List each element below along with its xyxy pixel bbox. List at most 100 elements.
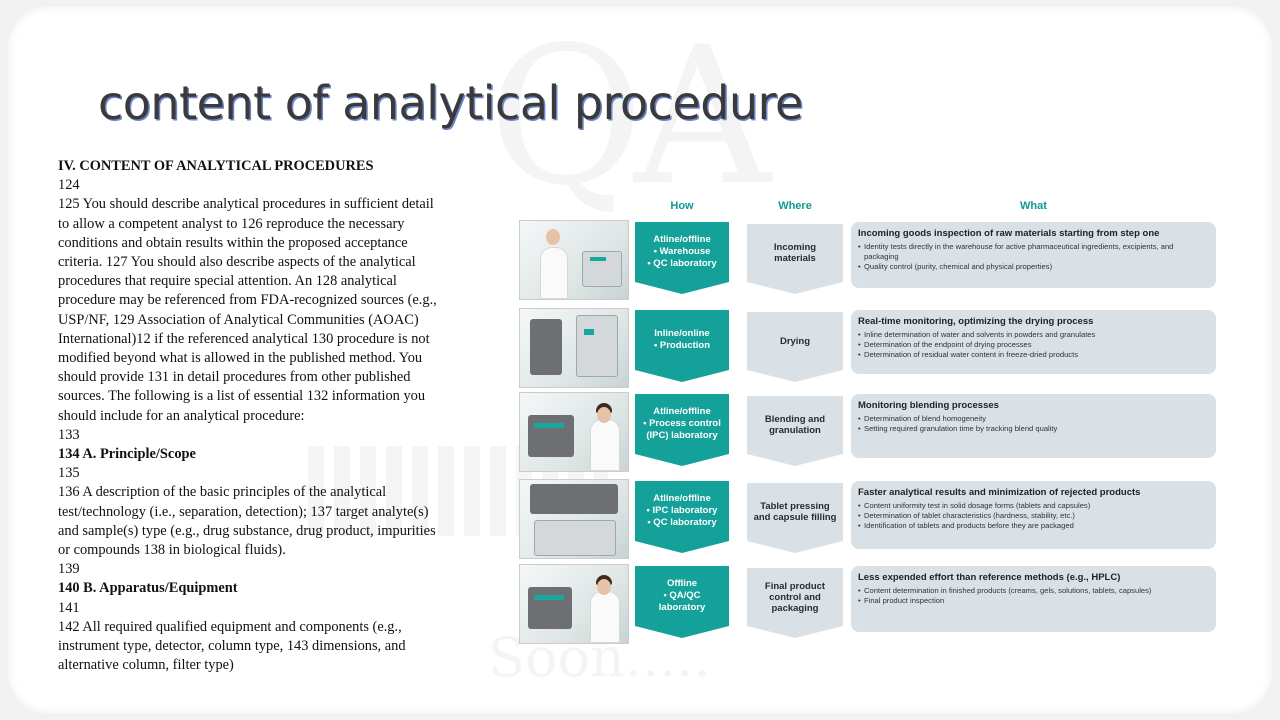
document-line: sources. The following is a list of esse… (58, 388, 426, 405)
how-step: Inline/online• Production (635, 310, 729, 382)
how-label: Atline/offline (653, 406, 711, 417)
what-bullet: Quality control (purity, chemical and ph… (858, 262, 1209, 272)
document-line: procedures that require special attentio… (58, 273, 397, 290)
what-bullet: Final product inspection (858, 596, 1209, 606)
photo-shape (530, 484, 618, 514)
what-title: Incoming goods inspection of raw materia… (858, 228, 1160, 239)
document-line: 141 (58, 599, 80, 616)
photo-shape (590, 419, 620, 471)
photo-shape (584, 329, 594, 335)
header-how: How (670, 200, 694, 212)
document-line: USP/NF, 129 Association of Analytical Co… (58, 311, 419, 328)
what-panel: Monitoring blending processesDeterminati… (851, 394, 1216, 458)
photo-shape (534, 423, 564, 428)
where-label: Final product (764, 580, 826, 592)
process-photo (519, 392, 629, 472)
process-photo (519, 564, 629, 644)
photo-shape (540, 247, 568, 299)
photo-shape (530, 319, 562, 375)
what-bullet: Determination of the endpoint of drying … (858, 340, 1209, 350)
how-step: Atline/offline• Warehouse• QC laboratory (635, 222, 729, 294)
process-photo (519, 479, 629, 559)
document-line: 125 You should describe analytical proce… (58, 196, 434, 213)
what-panel: Real-time monitoring, optimizing the dry… (851, 310, 1216, 374)
where-label: materials (774, 253, 816, 264)
what-title: Monitoring blending processes (858, 400, 999, 411)
section-heading: IV. CONTENT OF ANALYTICAL PROCEDURES (58, 158, 374, 174)
how-label: • QC laboratory (647, 258, 717, 269)
what-bullet: Setting required granulation time by tra… (858, 424, 1209, 434)
document-line: criteria. 127 You should also describe a… (58, 254, 416, 271)
process-photo (519, 220, 629, 300)
document-line: 124 (58, 177, 80, 194)
how-label: Atline/offline (653, 234, 711, 245)
how-label: Offline (666, 578, 698, 589)
where-label: Blending and (764, 414, 826, 425)
what-bullet: Determination of residual water content … (858, 350, 1209, 360)
what-bullet: Identity tests directly in the warehouse… (858, 242, 1209, 262)
where-label: Drying (779, 335, 811, 347)
header-where: Where (778, 200, 812, 212)
how-label: (IPC) laboratory (646, 430, 718, 441)
document-line: alternative column, filter type) (58, 657, 234, 674)
what-bullet: Inline determination of water and solven… (858, 330, 1209, 340)
what-bullet: Identification of tablets and products b… (858, 521, 1209, 531)
document-line: 135 (58, 465, 80, 482)
what-bullet: Determination of tablet characteristics … (858, 511, 1209, 521)
photo-shape (597, 407, 611, 423)
photo-shape (590, 591, 620, 643)
document-line: and sample(s) type (e.g., drug substance… (58, 522, 436, 539)
photo-shape (576, 315, 618, 377)
photo-shape (546, 229, 560, 245)
what-panel: Incoming goods inspection of raw materia… (851, 222, 1216, 288)
section-heading: 140 B. Apparatus/Equipment (58, 580, 238, 597)
photo-shape (528, 415, 574, 457)
where-label: control and (769, 591, 821, 603)
how-label: Atline/offline (653, 493, 711, 504)
where-label: packaging (771, 602, 819, 614)
how-step: Atline/offline• Process control(IPC) lab… (635, 394, 729, 466)
what-title: Real-time monitoring, optimizing the dry… (858, 316, 1094, 327)
document-excerpt: IV. CONTENT OF ANALYTICAL PROCEDURES 124 1… (58, 157, 488, 675)
document-line: should include for an analytical procedu… (58, 407, 305, 424)
section-heading: 134 A. Principle/Scope (58, 446, 196, 463)
what-title: Faster analytical results and minimizati… (858, 487, 1141, 498)
where-label: granulation (769, 425, 821, 436)
how-label: • Process control (643, 418, 721, 429)
analysis-infographic: How Where What Atline/offline• Warehouse… (515, 196, 1220, 648)
document-line: instrument type, detector, column type, … (58, 638, 406, 655)
photo-shape (534, 595, 564, 600)
how-label: • IPC laboratory (646, 505, 718, 516)
document-line: 142 All required qualified equipment and… (58, 618, 402, 635)
where-step: Drying (747, 312, 843, 382)
how-label: • QA/QC (663, 590, 701, 601)
document-line: 136 A description of the basic principle… (58, 484, 387, 501)
how-label: • Warehouse (653, 246, 711, 257)
how-label: • QC laboratory (647, 517, 717, 528)
photo-shape (597, 579, 611, 595)
document-line: test/technology (i.e., separation, detec… (58, 503, 429, 520)
document-line: to allow a competent analyst to 126 repr… (58, 215, 405, 232)
where-label: Tablet pressing (760, 501, 830, 512)
what-bullet: Content determination in finished produc… (858, 586, 1209, 596)
how-label: Inline/online (654, 328, 710, 339)
header-what: What (1020, 200, 1047, 212)
what-bullet: Content uniformity test in solid dosage … (858, 501, 1209, 511)
how-step: Atline/offline• IPC laboratory• QC labor… (635, 481, 729, 553)
document-line: conditions and obtain results within the… (58, 234, 408, 251)
slide-title: content of analytical procedure (98, 76, 803, 130)
what-title: Less expended effort than reference meth… (858, 572, 1121, 583)
how-label: • Production (653, 340, 711, 351)
what-bullet: Determination of blend homogeneity (858, 414, 1209, 424)
document-line: or compounds 138 in biological fluids). (58, 542, 286, 559)
photo-shape (528, 587, 572, 629)
what-panel: Faster analytical results and minimizati… (851, 481, 1216, 549)
where-label: and capsule filling (753, 512, 837, 523)
how-label: laboratory (658, 602, 706, 613)
photo-shape (590, 257, 606, 261)
document-line: 139 (58, 561, 80, 578)
